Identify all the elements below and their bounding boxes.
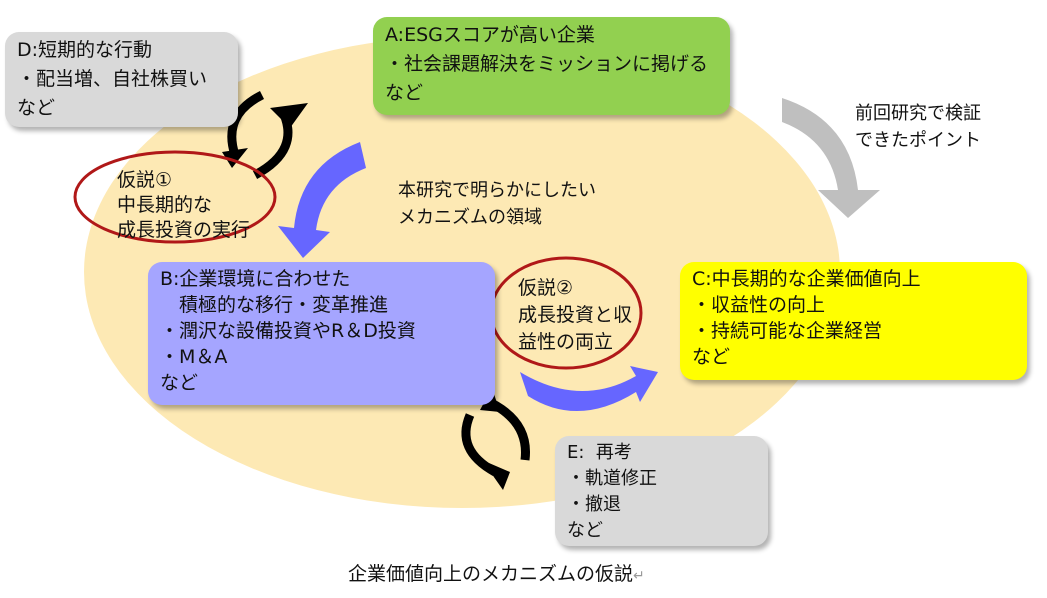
hypothesis2-line: 益性の両立 — [518, 331, 614, 353]
box-b-title: B:企業環境に合わせた — [160, 268, 351, 290]
box-a-esg: A:ESGスコアが高い企業 ・社会課題解決をミッションに掲げる など — [373, 17, 730, 115]
cycle-arrowhead — [222, 103, 308, 168]
previous-research-line: できたポイント — [855, 130, 981, 151]
box-d-title: D:短期的な行動 — [17, 39, 153, 61]
box-b-line: 積極的な移行・変革推進 — [160, 294, 389, 316]
caption: 企業価値向上のメカニズムの仮説↵ — [348, 561, 645, 590]
box-a-line: など — [385, 82, 424, 104]
hypothesis1-line: 仮説① — [117, 169, 173, 191]
blue-curved-arrow-2 — [520, 366, 658, 412]
box-b-line: など — [160, 372, 199, 394]
box-c-line: ・持続可能な企業経営 — [692, 320, 883, 342]
box-e-line: ・撤退 — [567, 494, 621, 515]
box-a-line: ・社会課題解決をミッションに掲げる — [385, 53, 709, 75]
cycle-arrowhead — [480, 388, 510, 490]
box-b-investment: B:企業環境に合わせた 積極的な移行・変革推進 ・潤沢な設備投資やR＆D投資 ・… — [148, 262, 495, 405]
box-e-line: ・軌道修正 — [567, 468, 657, 489]
box-c-line: ・収益性の向上 — [692, 294, 826, 316]
previous-research-line: 前回研究で検証 — [855, 103, 981, 124]
box-b-line: ・潤沢な設備投資やR＆D投資 — [160, 320, 416, 342]
center-label-line: 本研究で明らかにしたい — [398, 180, 596, 201]
box-e-title: E: 再考 — [567, 442, 632, 463]
previous-research-label: 前回研究で検証 できたポイント — [855, 100, 981, 154]
hypothesis1-line: 中長期的な — [117, 194, 213, 216]
blue-curved-arrow-1 — [278, 142, 366, 258]
paragraph-mark-icon: ↵ — [633, 568, 645, 584]
hypothesis2-line: 仮説② — [518, 277, 574, 299]
box-c-corporate-value: C:中長期的な企業価値向上 ・収益性の向上 ・持続可能な企業経営 など — [680, 262, 1027, 380]
box-d-line: など — [17, 97, 56, 119]
box-d-line: ・配当増、自社株買い — [17, 68, 208, 90]
box-c-line: など — [692, 346, 731, 368]
box-e-line: など — [567, 520, 603, 541]
center-label: 本研究で明らかにしたい メカニズムの領域 — [398, 177, 596, 231]
box-d-short-term: D:短期的な行動 ・配当増、自社株買い など — [5, 32, 238, 127]
box-b-line: ・M＆A — [160, 346, 228, 368]
hypothesis1-line: 成長投資の実行 — [117, 219, 251, 241]
box-e-reconsider: E: 再考 ・軌道修正 ・撤退 など — [555, 436, 768, 546]
hypothesis2-label: 仮説② 成長投資と収 益性の両立 — [518, 275, 632, 356]
box-c-title: C:中長期的な企業価値向上 — [692, 268, 921, 290]
center-label-line: メカニズムの領域 — [398, 207, 542, 228]
caption-text: 企業価値向上のメカニズムの仮説 — [348, 563, 634, 585]
hypothesis2-line: 成長投資と収 — [518, 304, 633, 326]
hypothesis1-label: 仮説① 中長期的な 成長投資の実行 — [117, 168, 250, 243]
hypothesis1-circle — [73, 150, 277, 244]
box-a-title: A:ESGスコアが高い企業 — [385, 24, 595, 46]
gray-curved-arrow — [782, 98, 880, 218]
